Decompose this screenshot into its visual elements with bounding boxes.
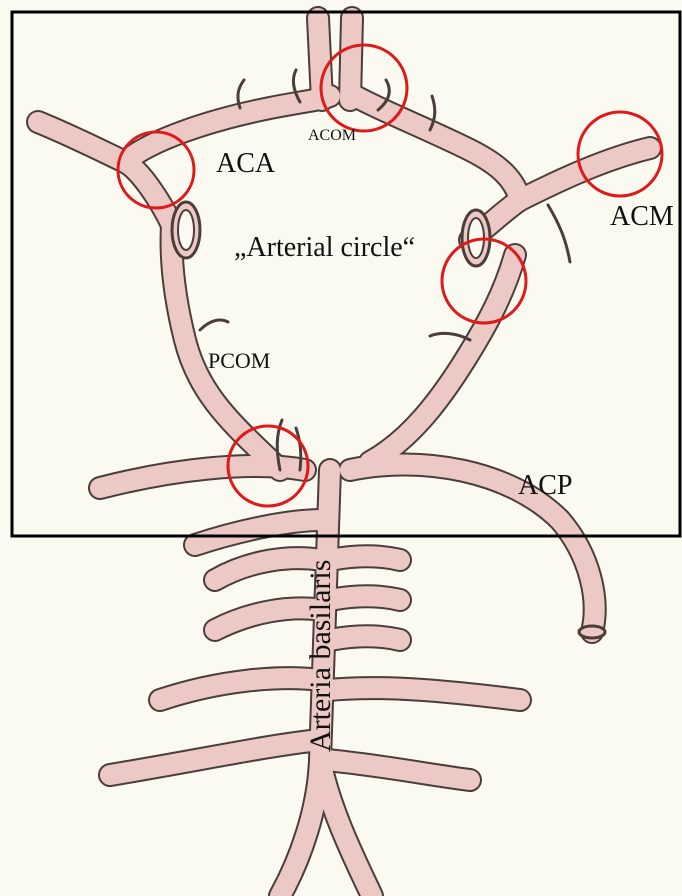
label-pcom: PCOM — [208, 348, 270, 373]
pca-cut-end-right — [579, 626, 605, 638]
label-acm: ACM — [610, 201, 674, 232]
label-acom: ACOM — [308, 127, 356, 144]
label-aca: ACA — [216, 148, 276, 179]
label-arterial-circle: „Arterial circle“ — [234, 232, 415, 263]
left-ica-cut-end — [172, 202, 200, 258]
label-arteria-basilaris: Arteria basilaris — [304, 560, 337, 752]
label-acp: ACP — [518, 470, 572, 501]
vessel-fills — [38, 18, 650, 896]
